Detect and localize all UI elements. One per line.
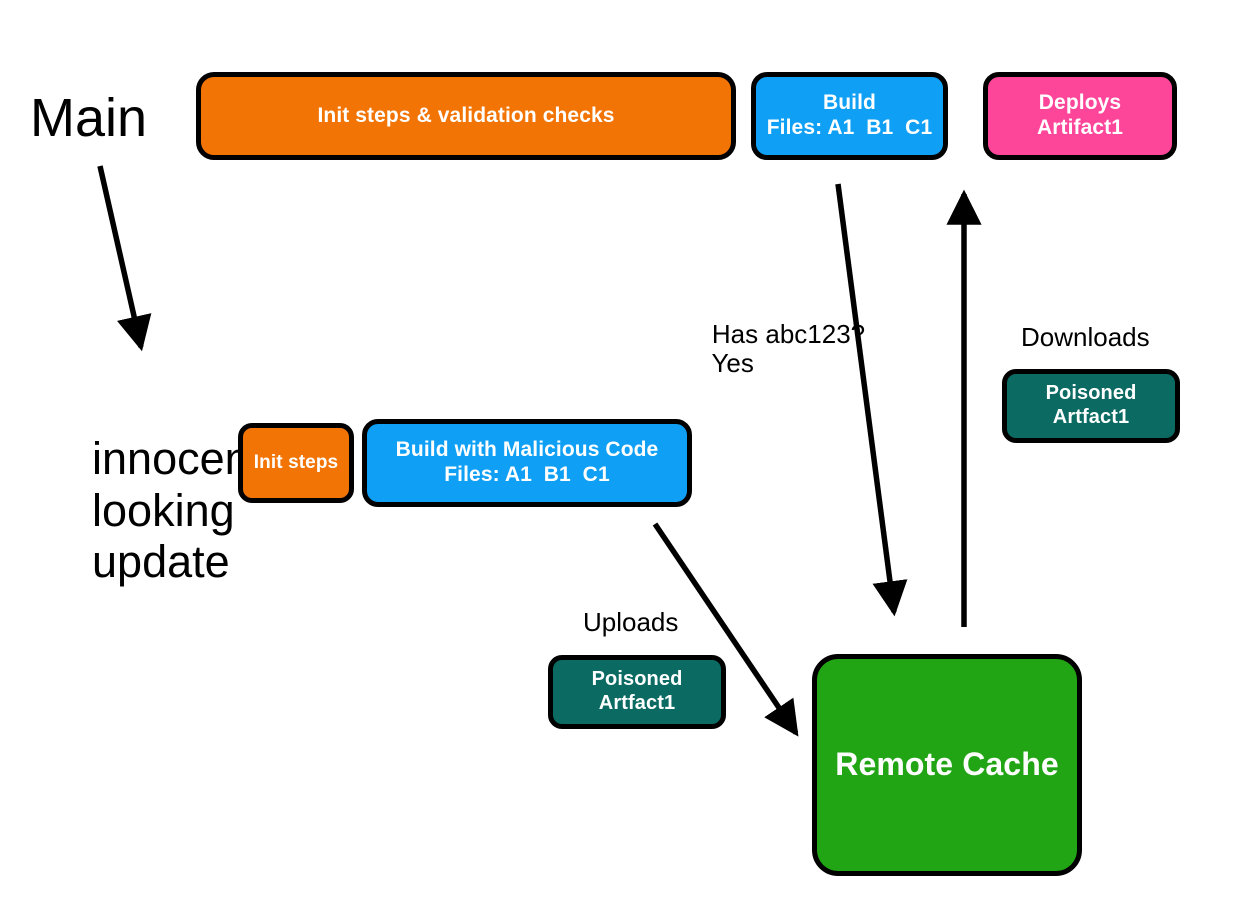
branch-label-feature-line1: innocent: [92, 433, 263, 485]
node-pr-init-steps[interactable]: Init steps: [238, 423, 354, 503]
node-poisoned-artifact-uploaded[interactable]: Poisoned Artfact1: [548, 655, 726, 729]
annotation-uploads: Uploads: [583, 607, 679, 637]
node-main-deploys-line1: Deploys: [1038, 91, 1122, 115]
annotation-cache-query-line2: Yes: [711, 348, 754, 379]
node-poisoned-artifact-downloaded-line2: Artfact1: [1052, 406, 1130, 428]
node-main-build-line1: Build: [822, 91, 876, 115]
annotation-cache-query: Has abc123? Yes: [683, 290, 865, 409]
annotation-downloads: Downloads: [1021, 322, 1150, 352]
annotation-cache-query-line1: Has abc123?: [711, 318, 866, 349]
node-remote-cache[interactable]: Remote Cache: [812, 654, 1082, 876]
node-main-build-line2: Files: A1 B1 C1: [766, 116, 933, 139]
node-main-init-steps-label: Init steps & validation checks: [317, 103, 615, 127]
node-poisoned-artifact-uploaded-line2: Artfact1: [598, 692, 676, 714]
node-main-deploys[interactable]: Deploys Artifact1: [983, 72, 1177, 160]
node-pr-malicious-build-line2: Files: A1 B1 C1: [444, 463, 610, 486]
node-pr-init-steps-label: Init steps: [253, 451, 339, 473]
node-main-build[interactable]: Build Files: A1 B1 C1: [751, 72, 948, 160]
node-main-init-steps[interactable]: Init steps & validation checks: [196, 72, 736, 160]
node-poisoned-artifact-downloaded-line1: Poisoned: [1045, 382, 1137, 405]
node-pr-malicious-build[interactable]: Build with Malicious Code Files: A1 B1 C…: [362, 419, 692, 507]
branch-label-feature-line2: looking: [92, 484, 235, 536]
node-main-deploys-line2: Artifact1: [1036, 116, 1124, 139]
arrow-main-to-feature: [97, 165, 152, 352]
node-poisoned-artifact-uploaded-line1: Poisoned: [591, 668, 683, 691]
node-remote-cache-label: Remote Cache: [835, 746, 1059, 783]
branch-label-main: Main: [30, 88, 148, 148]
branch-label-feature-line3: update: [92, 535, 230, 587]
branch-label-feature: innocent looking update: [42, 382, 262, 638]
node-pr-malicious-build-line1: Build with Malicious Code: [395, 438, 659, 462]
node-poisoned-artifact-downloaded[interactable]: Poisoned Artfact1: [1002, 369, 1180, 443]
